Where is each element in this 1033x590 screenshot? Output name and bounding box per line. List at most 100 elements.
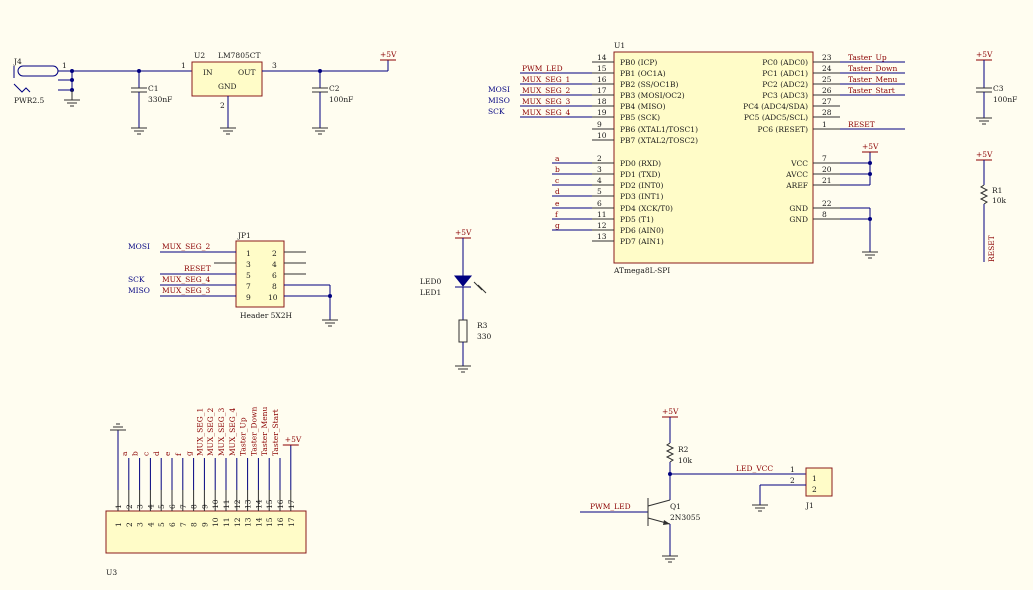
jp1-sck-label: SCK <box>128 275 145 284</box>
u1-net-label: MUX_SEG_2 <box>522 86 570 95</box>
u1-pin-number: 7 <box>822 154 827 163</box>
vcc-label-u1: +5V <box>862 142 879 151</box>
u3-net-label: MUX_SEG_2 <box>206 408 215 456</box>
u1-pin-name: PD1 (TXD) <box>620 170 660 179</box>
u1-pin-number: 12 <box>597 221 607 230</box>
u1-pin-number: 6 <box>597 199 602 208</box>
u1-pin-name: PB3 (MOSI/OC2) <box>620 91 685 100</box>
power-jack-body <box>17 65 59 77</box>
u3-pin-number: 11 <box>222 499 231 509</box>
u1-net-label: Taster_Menu <box>848 75 897 84</box>
u3-pin-number: 10 <box>211 499 220 509</box>
u1-pin-name: PB6 (XTAL1/TOSC1) <box>620 125 698 134</box>
u3-pin-inner-number: 17 <box>287 517 296 527</box>
u1-pin-number: 20 <box>822 165 832 174</box>
jp1-pin-6: 6 <box>272 271 277 280</box>
u1-pin-name: PC0 (ADC0) <box>762 58 808 67</box>
u3-pin-number: 17 <box>287 499 296 509</box>
u1-pin-number: 18 <box>597 97 607 106</box>
u1-net-label: c <box>555 176 559 185</box>
u3-pin-number: 7 <box>179 504 188 509</box>
u1-net-label: d <box>555 187 560 196</box>
u3-net-label: g <box>185 451 194 456</box>
u3-net-label: Taster_Menu <box>260 407 269 456</box>
vcc-label-driver: +5V <box>662 407 679 416</box>
power-supply-section: J4 1 PWR2.5 C1 330nF U2 LM7805CT IN OUT … <box>13 50 397 135</box>
u1-pin-name: PC2 (ADC2) <box>762 80 808 89</box>
j1-pin-1: 1 <box>790 465 795 474</box>
r3-ref: R3 <box>477 321 488 330</box>
u1-pin-name: PB5 (SCK) <box>620 113 660 122</box>
u3-body <box>105 510 307 554</box>
r3-value: 330 <box>477 332 492 341</box>
u3-pin-inner-number: 3 <box>136 522 145 527</box>
u3-pin-number: 8 <box>190 504 199 509</box>
u1-body <box>613 51 814 264</box>
u1-pin-number: 5 <box>597 187 602 196</box>
u1-pin-name: PB2 (SS/OC1B) <box>620 80 678 89</box>
r1-ref: R1 <box>992 186 1002 195</box>
u3-pin-inner-number: 14 <box>254 517 263 527</box>
jp1-body <box>235 240 285 308</box>
regulator-body <box>191 61 263 97</box>
u3-pin-inner-number: 10 <box>211 517 220 527</box>
led-ref: LED0 <box>420 277 441 286</box>
u1-mosi-label: MOSI <box>488 85 510 94</box>
u1-pin-name: GND <box>789 215 808 224</box>
u1-pin-name: PC6 (RESET) <box>757 125 808 134</box>
jack-pin: 1 <box>62 61 67 70</box>
r1-value: 10k <box>992 196 1007 205</box>
jp1-pin-5: 5 <box>246 271 251 280</box>
u1-net-label: MUX_SEG_1 <box>522 75 570 84</box>
u1-pin-number: 28 <box>822 108 832 117</box>
u1-pin-number: 4 <box>597 176 602 185</box>
u1-pin-number: 22 <box>822 199 832 208</box>
u3-pin-inner-number: 7 <box>179 522 188 527</box>
u3-net-label: c <box>141 452 150 456</box>
regulator-pin-gnd: 2 <box>220 101 225 110</box>
u1-pin-name: PD3 (INT1) <box>620 192 663 201</box>
u1-pin-name: PD7 (AIN1) <box>620 237 664 246</box>
u1-net-label: PWM_LED <box>522 64 563 73</box>
led-type: LED1 <box>420 288 441 297</box>
u1-net-label: e <box>555 199 560 208</box>
u1-pin-name: PC1 (ADC1) <box>762 69 808 78</box>
driver-net-led-vcc: LED_VCC <box>736 464 773 473</box>
j1-body <box>805 467 833 497</box>
u1-net-label: MUX_SEG_3 <box>522 97 570 106</box>
u1-pin-number: 26 <box>822 86 832 95</box>
jp1-pin-1: 1 <box>246 249 251 258</box>
u1-net-label: RESET <box>848 120 875 129</box>
r2-value: 10k <box>678 456 693 465</box>
r2-ref: R2 <box>678 445 689 454</box>
connector-u3: U3 1122a33b44c55d66e77f88g99MUX_SEG_1101… <box>105 407 307 577</box>
u1-pin-name: PB7 (XTAL2/TOSC2) <box>620 136 698 145</box>
u3-net-label: MUX_SEG_1 <box>195 408 204 456</box>
u1-net-label: Taster_Up <box>848 53 887 62</box>
u1-pin-name: PB4 (MISO) <box>620 102 666 111</box>
u1-pin-name: PC5 (ADC5/SCL) <box>744 113 808 122</box>
u1-pin-name: PB1 (OC1A) <box>620 69 666 78</box>
j1-pin-label-1: 1 <box>812 474 817 483</box>
q1-name: 2N3055 <box>670 513 701 522</box>
jp1-net-mux-seg-2: MUX_SEG_2 <box>162 242 210 251</box>
r1-reset-net: RESET <box>987 235 996 262</box>
u3-net-label: b <box>131 451 140 456</box>
regulator-in-label: IN <box>203 68 213 77</box>
u3-net-label: f <box>174 452 183 456</box>
u1-pin-name: PD2 (INT0) <box>620 181 663 190</box>
u3-net-label: Taster_Down <box>249 407 258 456</box>
u1-pin-number: 2 <box>597 154 602 163</box>
u3-pin-inner-number: 2 <box>125 522 134 527</box>
u3-pin-number: 15 <box>265 499 274 509</box>
u1-pin-name: PC4 (ADC4/SDA) <box>743 102 808 111</box>
isp-header-jp1: JP1 Header 5X2H 1 2 3 4 5 6 7 8 9 10 MUX… <box>128 231 338 327</box>
u3-pin-inner-number: 6 <box>168 522 177 527</box>
u1-pin-number: 25 <box>822 75 832 84</box>
u1-pin-number: 19 <box>597 108 607 117</box>
u3-pin-number: 12 <box>233 499 242 509</box>
u1-pin-number: 15 <box>597 64 607 73</box>
u3-net-label: e <box>163 451 172 456</box>
driver-net-pwm-led: PWM_LED <box>590 502 631 511</box>
